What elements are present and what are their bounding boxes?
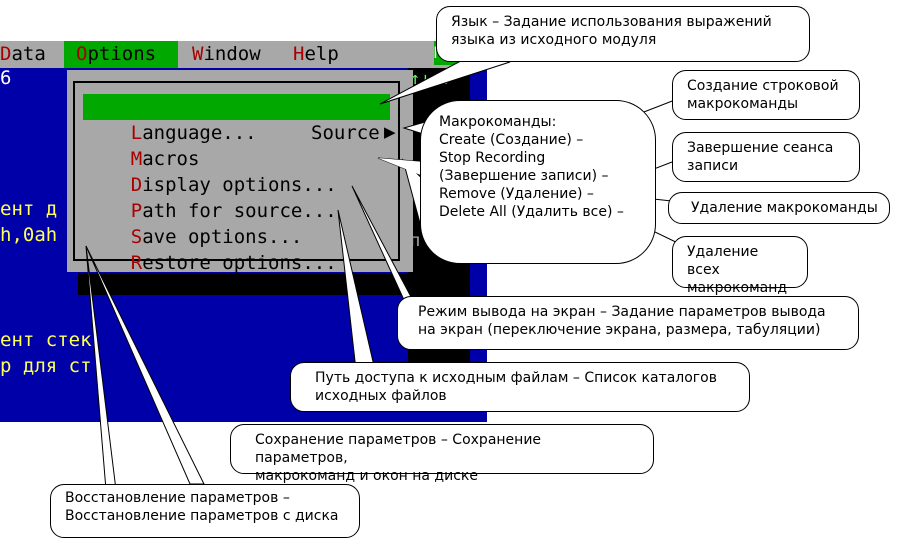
code-line: h,0ah xyxy=(0,224,58,246)
menu-item-restore-options[interactable]: Restore options... xyxy=(130,252,337,274)
right-window-text: п xyxy=(410,231,421,251)
menu-options[interactable]: Options xyxy=(64,41,178,68)
code-line: ент д xyxy=(0,198,58,220)
callout-save: Сохранение параметров – Сохранение парам… xyxy=(230,424,654,484)
callout-stop: Завершение сеанса записи xyxy=(672,132,860,182)
callout-path: Путь доступа к исходным файлам – Список … xyxy=(290,362,750,412)
menu-bar: Data Options Window Help xyxy=(0,41,470,68)
options-dropdown: Language...Source Macros Display options… xyxy=(67,70,413,274)
menu-item-macros[interactable]: Macros xyxy=(130,148,200,170)
macros-submenu-icon: ▶ xyxy=(384,123,396,141)
callout-remove: Удаление макрокоманды xyxy=(668,192,890,224)
callout-language: Язык – Задание использования выражений я… xyxy=(436,6,810,62)
callout-macros: Макрокоманды: Create (Создание) – Stop R… xyxy=(420,100,656,264)
callout-restore: Восстановление параметров – Восстановлен… xyxy=(50,484,360,538)
menu-item-save-options[interactable]: Save options... xyxy=(130,226,303,248)
dropdown-frame xyxy=(73,81,400,261)
code-line: р для ст xyxy=(0,355,92,377)
editor-background-lower xyxy=(0,398,115,422)
callout-delete-all: Удаление всех макрокоманд xyxy=(672,236,808,296)
code-line: ент стек xyxy=(0,329,92,351)
menu-data[interactable]: Data xyxy=(0,43,46,65)
callout-display: Режим вывода на экран – Задание параметр… xyxy=(397,296,859,350)
menu-item-path-for-source[interactable]: Path for source... xyxy=(130,200,337,222)
callout-create: Создание строковой макрокоманды xyxy=(672,70,860,120)
menu-item-language[interactable]: Language...Source xyxy=(83,94,390,144)
window-line-number: 6 xyxy=(0,67,11,89)
menu-window[interactable]: Window xyxy=(192,43,261,65)
dropdown-shadow xyxy=(78,273,426,295)
language-value: Source xyxy=(311,122,380,144)
menu-item-display-options[interactable]: Display options... xyxy=(130,174,337,196)
menu-help[interactable]: Help xyxy=(293,43,339,65)
